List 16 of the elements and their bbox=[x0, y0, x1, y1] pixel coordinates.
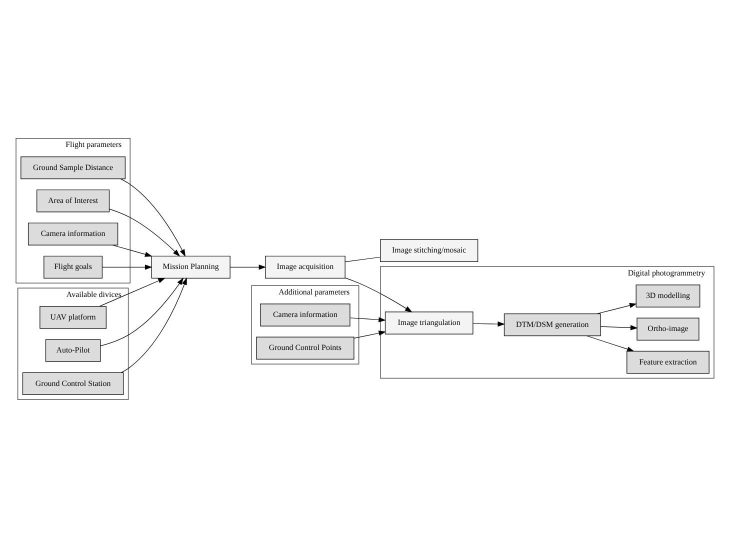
arrow bbox=[109, 208, 180, 257]
arrow bbox=[350, 317, 386, 322]
arrow bbox=[102, 264, 152, 270]
arrow bbox=[121, 277, 187, 373]
arrow bbox=[596, 302, 637, 314]
arrow bbox=[344, 278, 412, 312]
arrow bbox=[112, 244, 152, 257]
arrow bbox=[600, 325, 638, 330]
arrow bbox=[586, 336, 634, 352]
connector bbox=[344, 256, 380, 262]
arrow bbox=[472, 321, 506, 327]
arrow bbox=[99, 278, 166, 307]
arrow bbox=[354, 330, 386, 339]
arrow bbox=[230, 264, 266, 270]
arrow bbox=[120, 178, 186, 257]
arrow bbox=[100, 278, 184, 346]
